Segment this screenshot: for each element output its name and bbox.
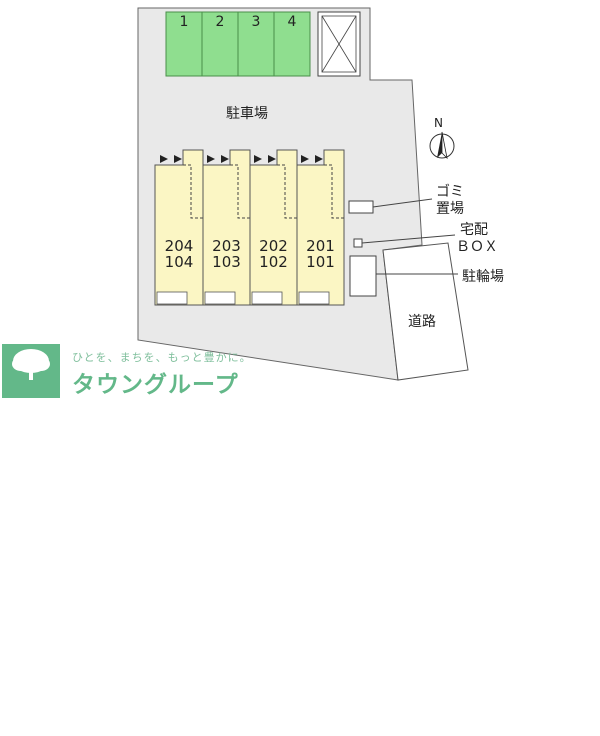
- unit-201-101: [296, 149, 345, 306]
- unit-204-104: [154, 149, 204, 306]
- unit-103-lower: 103: [212, 253, 241, 271]
- unit-101-lower: 101: [306, 253, 335, 271]
- parking-space-4: [273, 11, 311, 77]
- unit-204-upper: 204: [164, 237, 194, 255]
- delivery-box: [353, 238, 363, 248]
- brand-tagline: ひとを、まちを、もっと豊かに。: [72, 351, 252, 364]
- road-label: 道路: [408, 314, 436, 330]
- bicycle-label: 駐輪場: [462, 269, 504, 285]
- unit-203-upper: 203: [212, 237, 241, 255]
- unused-space: [317, 11, 361, 77]
- unit-203-103: [202, 149, 251, 306]
- tree-icon: [12, 349, 50, 380]
- unit-202-102: [249, 149, 298, 306]
- garbage-label-line1: ゴミ: [436, 184, 464, 200]
- road-area: [382, 242, 469, 381]
- site-plan: 1 2 3 4 駐車場 204 104 203 103 202 102 201 …: [2, 7, 504, 736]
- compass-label: N: [434, 116, 443, 130]
- compass-icon: [429, 131, 455, 160]
- brand-name: タウングループ: [72, 372, 239, 398]
- site-plan-drawing: [137, 7, 469, 381]
- unit-102-lower: 102: [259, 253, 288, 271]
- brand-logo: TOWN GROUP: [2, 344, 60, 736]
- bicycle-area: [349, 255, 377, 297]
- garbage-box: [348, 200, 374, 214]
- brand-small-name: TOWN GROUP: [8, 728, 60, 736]
- garbage-leader: [372, 198, 433, 208]
- garbage-label-line2: 置場: [436, 201, 464, 217]
- delivery-label-line2: ＢＯＸ: [456, 239, 498, 255]
- delivery-leader: [361, 234, 456, 244]
- unit-202-upper: 202: [259, 237, 288, 255]
- parking-space-1: [165, 11, 203, 77]
- parking-space-3-number: 3: [251, 14, 261, 30]
- parking-space-2-number: 2: [215, 14, 225, 30]
- parking-space-4-number: 4: [287, 14, 297, 30]
- building: [154, 149, 345, 306]
- unit-104-lower: 104: [164, 253, 194, 271]
- parking-space-2: [201, 11, 239, 77]
- parking-row: [165, 11, 311, 77]
- parking-label: 駐車場: [226, 106, 268, 122]
- delivery-label-line1: 宅配: [460, 222, 488, 238]
- unit-201-upper: 201: [306, 237, 335, 255]
- parking-space-1-number: 1: [179, 14, 189, 30]
